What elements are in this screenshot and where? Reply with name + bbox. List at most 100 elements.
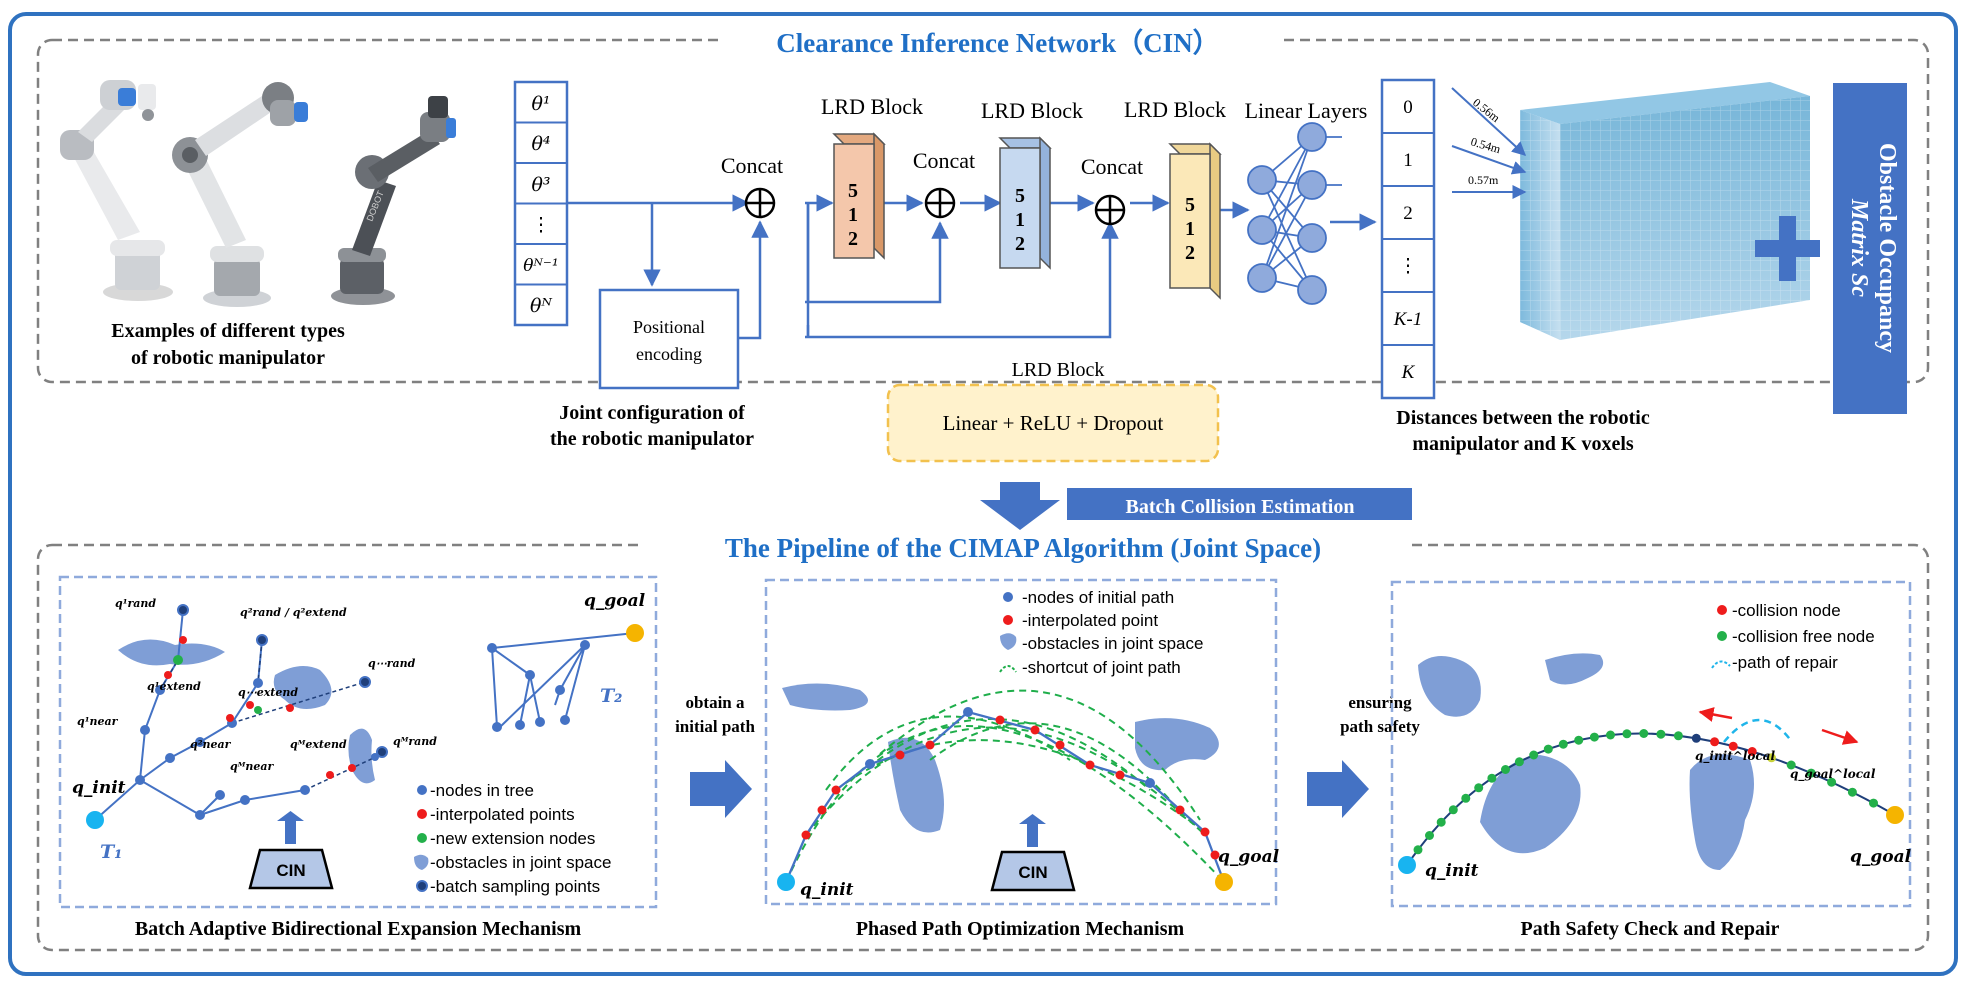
collision-free-node — [1543, 744, 1553, 754]
q-label: qᴹnear — [230, 760, 274, 773]
collision-free-node — [1529, 750, 1539, 760]
collision-free-node — [1606, 730, 1615, 740]
legend-item: -shortcut of joint path — [1022, 658, 1181, 677]
concat-plus-icon — [924, 187, 956, 219]
linear-layers-network-icon — [1247, 122, 1342, 305]
right-arrow-icon — [1307, 760, 1369, 818]
goal-node — [1886, 806, 1904, 824]
panel-2-caption: Phased Path Optimization Mechanism — [856, 918, 1185, 940]
joint-caption-1: Joint configuration of — [559, 402, 745, 424]
q-label: q⋯rand — [368, 657, 416, 670]
panel-3-nodes — [1398, 729, 1904, 874]
collision-free-node — [1622, 729, 1632, 739]
panel-1-obstacles — [118, 639, 375, 784]
panel-1-frame — [58, 575, 658, 909]
block-digit: 2 — [1015, 233, 1025, 255]
block-digit: 2 — [1185, 242, 1195, 264]
concat-label: Concat — [721, 153, 783, 178]
concat-label: Concat — [913, 148, 975, 173]
local-init-node — [1691, 733, 1701, 743]
joint-vector: θ¹ θ⁴ θ³ ⋮ θᴺ⁻¹ θᴺ — [513, 80, 569, 327]
joint-cell: θ¹ — [531, 93, 550, 115]
collision-node — [1728, 741, 1738, 751]
output-cell: 1 — [1403, 150, 1413, 171]
lrd-legend-box — [886, 383, 1220, 463]
legend-item: -batch sampling points — [430, 877, 600, 896]
positional-encoding-box — [598, 288, 740, 390]
local-goal-node — [1767, 753, 1776, 763]
lrd-legend-text: Linear + ReLU + Dropout — [943, 411, 1164, 435]
collision-free-node — [1514, 757, 1524, 767]
obstacle-matrix-label-2: Matrix Sc — [1846, 198, 1872, 297]
panel-3-path — [1406, 732, 1896, 866]
output-caption-2: manipulator and K voxels — [1412, 433, 1634, 455]
q-goal-label: q_goal — [1218, 847, 1280, 867]
q-goal-local-label: q_goal^local — [1790, 767, 1876, 782]
collision-free-node — [1639, 729, 1649, 738]
legend-item: -obstacles in joint space — [1022, 634, 1203, 653]
cin-label: CIN — [1018, 863, 1047, 882]
panel-1-math-labels: q¹rand q²rand / q²extend q¹extend q⋯exte… — [77, 597, 437, 773]
distance-arrows — [1451, 87, 1527, 199]
panel-1-legend: -nodes in tree -interpolated points -new… — [414, 781, 611, 896]
collision-free-node — [1827, 777, 1837, 787]
joint-cell: θ³ — [531, 174, 550, 196]
q-init-label: q_init — [800, 880, 854, 900]
concat-plus-icon — [744, 187, 776, 219]
output-cell: K — [1401, 362, 1416, 383]
panel-2-obstacles — [782, 683, 1219, 833]
panel-3-legend: -collision node -collision free node -pa… — [1711, 601, 1875, 672]
joint-cell: θᴺ⁻¹ — [523, 256, 558, 276]
q-label: qᴹextend — [290, 738, 347, 751]
cin-connectors — [567, 194, 1377, 340]
panel-2-frame — [764, 578, 1278, 906]
block-digit: 1 — [848, 204, 858, 226]
plus-icon — [1755, 216, 1820, 281]
collision-free-node — [1501, 765, 1510, 774]
panel-3-caption: Path Safety Check and Repair — [1521, 918, 1780, 940]
joint-caption-2: the robotic manipulator — [550, 428, 754, 450]
q-init-label: q_init — [72, 778, 126, 798]
collision-free-node — [1589, 732, 1599, 742]
collision-free-node — [1413, 845, 1423, 855]
lrd-block-label: LRD Block — [981, 98, 1083, 123]
repair-arc — [1723, 718, 1794, 743]
collision-free-node — [1436, 817, 1446, 827]
robot-examples: DOBOT — [60, 80, 456, 307]
positional-encoding-label-2: encoding — [636, 344, 702, 364]
collision-free-node — [1574, 735, 1584, 745]
lrd-block-1: 5 1 2 — [832, 132, 886, 260]
panel-2-legend: -nodes of initial path -interpolated poi… — [999, 588, 1203, 677]
cin-trapezoid-icon: CIN — [248, 811, 334, 890]
arrow-2-label-2: path safety — [1340, 717, 1420, 736]
robot-arm-icon: DOBOT — [331, 96, 456, 305]
joint-cell: ⋮ — [532, 214, 551, 236]
right-arrow-icon — [690, 760, 752, 818]
q-goal-label: q_goal — [584, 591, 646, 611]
collision-free-node — [1448, 805, 1458, 815]
collision-free-node — [1656, 729, 1666, 739]
robot-arm-icon — [60, 80, 173, 301]
block-digit: 5 — [1185, 194, 1195, 216]
q-label: qᴹrand — [393, 735, 437, 748]
panel-3-frame — [1390, 580, 1912, 908]
legend-item: -path of repair — [1732, 653, 1838, 672]
panel-2-shortcuts — [785, 689, 1225, 883]
joint-cell: θᴺ — [530, 295, 552, 317]
top-title: Clearance Inference Network（CIN） — [776, 28, 1219, 58]
block-digit: 2 — [848, 228, 858, 250]
voxel-cube — [1520, 82, 1810, 340]
down-arrow-icon — [980, 482, 1060, 530]
output-cell: 2 — [1403, 203, 1413, 224]
tree-1-label: T₁ — [100, 841, 122, 863]
q-goal-label: q_goal — [1850, 847, 1912, 867]
robot-arm-icon — [172, 82, 308, 307]
panel-3-obstacles — [1418, 653, 1754, 870]
panel-2-nodes — [777, 707, 1233, 891]
concat-label: Concat — [1081, 154, 1143, 179]
batch-collision-label-box — [1067, 488, 1412, 520]
block-digit: 1 — [1185, 218, 1195, 240]
robots-caption-1: Examples of different types — [111, 320, 345, 342]
joint-cell: θ⁴ — [531, 133, 550, 155]
collision-free-node — [1673, 731, 1683, 741]
